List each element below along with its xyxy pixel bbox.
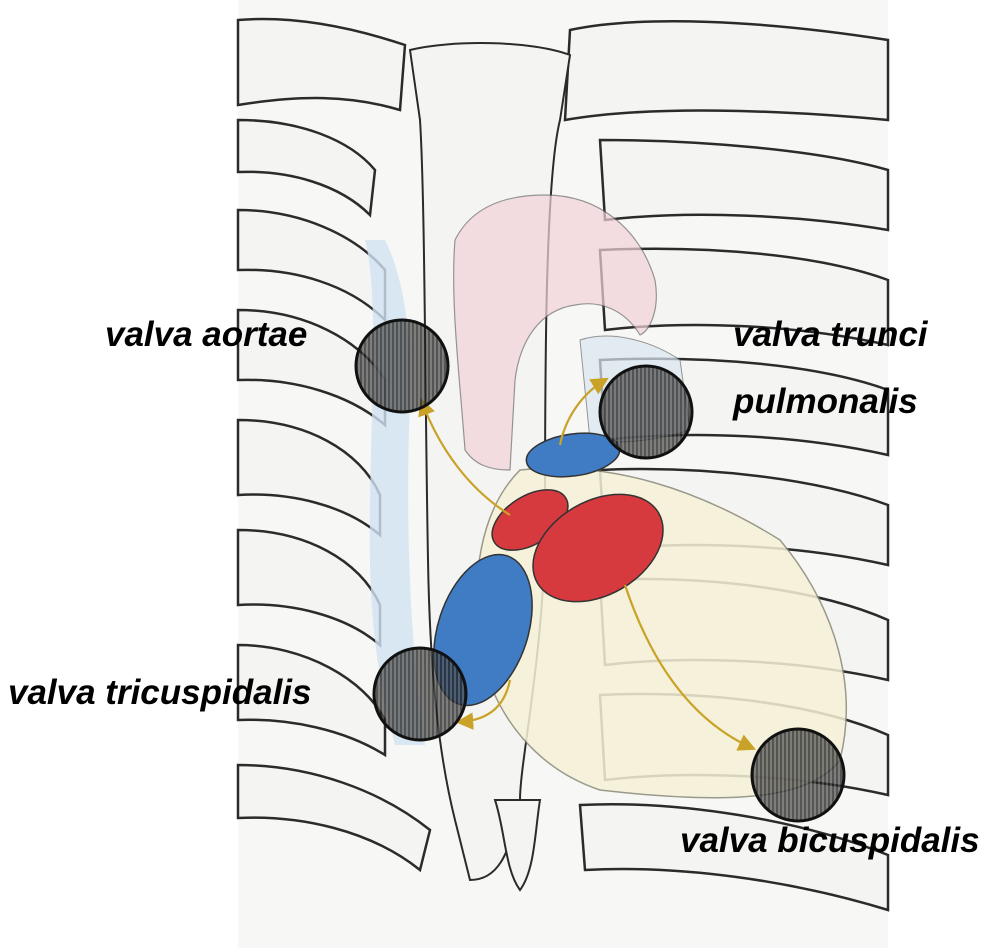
tricuspid-auscultation-marker: [374, 648, 466, 740]
label-valva-tricuspidalis: valva tricuspidalis: [8, 675, 311, 710]
label-valva-aortae: valva aortae: [105, 317, 307, 352]
label-pulmonalis: pulmonalis: [733, 384, 918, 419]
aortic-auscultation-marker: [356, 320, 448, 412]
label-valva-trunci: valva trunci: [733, 317, 928, 352]
pulmonary-auscultation-marker: [600, 366, 692, 458]
right-clavicle: [565, 21, 888, 120]
bicuspid-auscultation-marker: [752, 729, 844, 821]
label-valva-bicuspidalis: valva bicuspidalis: [680, 823, 980, 858]
